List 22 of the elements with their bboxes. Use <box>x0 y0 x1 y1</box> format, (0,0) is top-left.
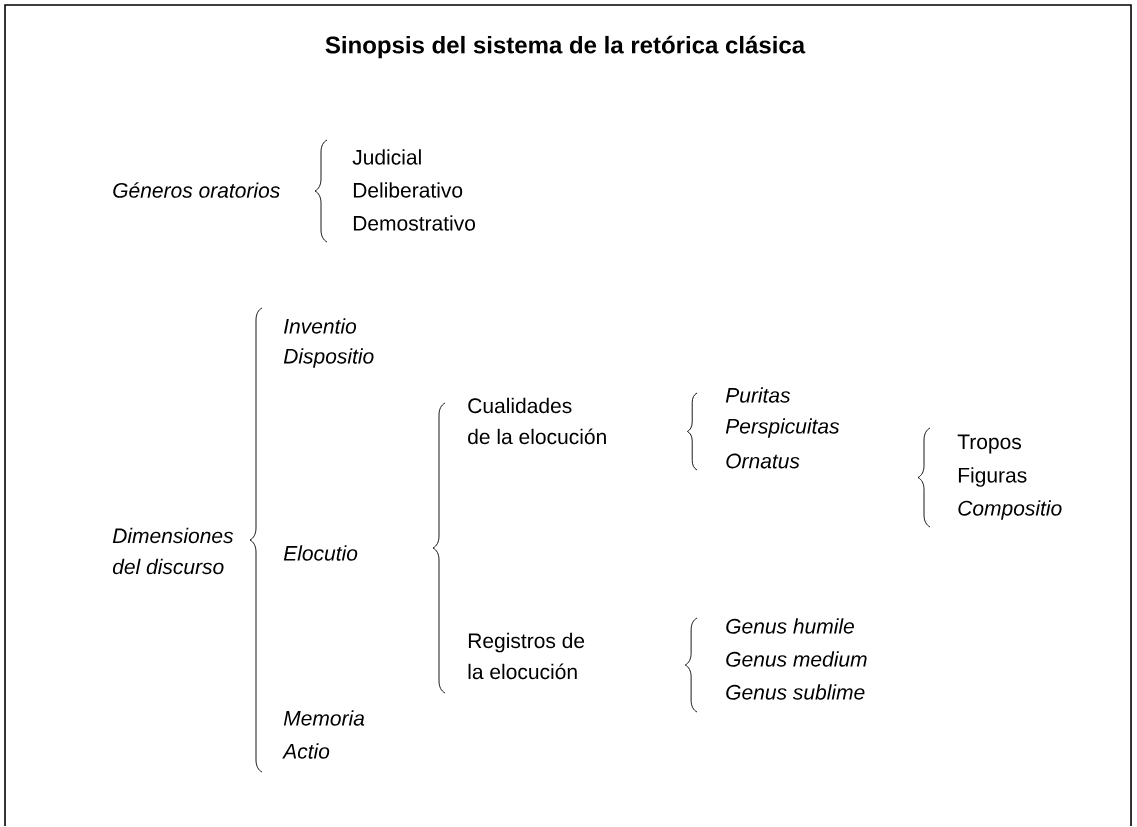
term-text: Compositio <box>958 500 1062 520</box>
term-text: Elocutio <box>283 545 358 561</box>
term-text: Ornatus <box>726 453 800 469</box>
term-text: Dispositio <box>283 348 374 368</box>
term-text: Genus medium <box>726 651 867 667</box>
term-text: Tropos <box>957 434 1022 454</box>
term-text: Cualidades de la elocución <box>468 397 606 445</box>
term-text: Géneros oratorios <box>113 182 280 198</box>
diagram-title: Sinopsis del sistema de la retórica clásica <box>325 35 806 59</box>
term-text: Genus sublime <box>726 684 865 700</box>
term-text: Actio <box>282 743 330 759</box>
term-text: Puritas <box>725 387 791 403</box>
term-text: Perspicuitas <box>725 418 840 438</box>
term-text: Inventio <box>284 318 357 334</box>
term-text: Registros de la elocución <box>468 632 585 680</box>
term-text: Figuras <box>958 467 1027 487</box>
term-text: Memoria <box>283 710 365 726</box>
term-text: Demostrativo <box>353 215 475 231</box>
term-text: Genus humile <box>726 618 854 634</box>
term-text: Judicial <box>352 149 421 165</box>
term-text: Dimensiones del discurso <box>112 527 234 575</box>
term-text: Deliberativo <box>353 182 463 198</box>
